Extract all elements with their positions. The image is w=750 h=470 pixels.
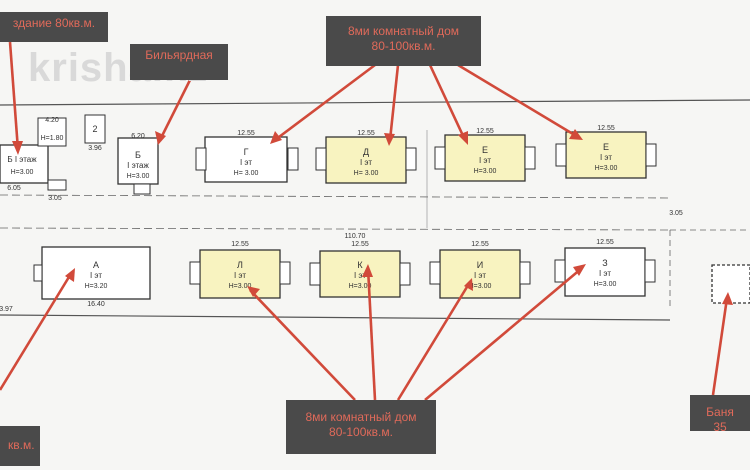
left-building-label: Б I этаж (7, 155, 37, 164)
house-e1 (434, 134, 536, 182)
house-floors: I эт (474, 271, 486, 280)
house-letter: Д (363, 147, 369, 157)
left-building-dim: 6.05 (7, 185, 21, 192)
house-height: H=3.00 (127, 173, 150, 180)
house-l (189, 249, 291, 299)
house-letter: Б (135, 150, 141, 160)
house-floors: I эт (360, 158, 372, 167)
house-floors: I эт (354, 271, 366, 280)
house-dim-width: 12.55 (231, 241, 249, 248)
house-d (315, 136, 417, 184)
house-dim-width: 12.55 (597, 125, 615, 132)
house-height: H=3.00 (474, 168, 497, 175)
left-building-height: H=3.00 (11, 169, 34, 176)
house-dim-width: 12.55 (351, 241, 369, 248)
house-height: H=3.00 (595, 165, 618, 172)
house-letter: З (602, 258, 607, 268)
small-box-label: 2 (92, 124, 97, 134)
house-height: H=3.00 (349, 283, 372, 290)
house-floors: I этаж (127, 161, 149, 170)
house-height: H= 3.00 (354, 170, 379, 177)
house-height: H= 3.00 (234, 170, 259, 177)
house-i (429, 249, 531, 299)
house-height: H=3.00 (469, 283, 492, 290)
callout-billiard: Бильярдная (130, 44, 228, 80)
house-floors: I эт (234, 271, 246, 280)
house-letter: Л (237, 260, 243, 270)
small-box-height: H=1.80 (41, 135, 64, 142)
house-dim-width: 12.55 (357, 130, 375, 137)
house-dim-width: 6.20 (131, 133, 145, 140)
callout-top-houses: 8ми комнатный дом 80-100кв.м. (326, 16, 481, 66)
house-letter: Е (603, 142, 609, 152)
callout-building-80: здание 80кв.м. (0, 12, 108, 42)
house-dim-width: 12.55 (471, 241, 489, 248)
house-g (195, 136, 299, 183)
house-letter: И (477, 260, 483, 270)
house-dim-width: 12.55 (237, 130, 255, 137)
site-length-dim: 110.70 (345, 233, 366, 240)
house-dim-width: 16.40 (87, 301, 105, 308)
callout-text: Баня 35 (706, 405, 734, 434)
callout-bottom-left: кв.м. (0, 426, 40, 466)
house-letter: Е (482, 145, 488, 155)
house-floors: I эт (479, 156, 491, 165)
small-box-dim: 3.96 (88, 145, 102, 152)
house-height: H=3.00 (229, 283, 252, 290)
house-height: H=3.20 (85, 283, 108, 290)
arrow-heads (12, 129, 733, 305)
callout-bottom-houses: 8ми комнатный дом 80-100кв.м. (286, 400, 436, 454)
side-dim: 3.05 (669, 210, 683, 217)
callout-line-2: 80-100кв.м. (329, 425, 393, 439)
house-floors: I эт (600, 153, 612, 162)
house-floors: I эт (599, 269, 611, 278)
callout-line-1: 8ми комнатный дом (305, 410, 417, 424)
arrows (0, 41, 729, 401)
callout-text: здание 80кв.м. (12, 16, 96, 30)
house-letter: А (93, 260, 99, 270)
small-box-dim: 4.20 (45, 117, 59, 124)
callout-text: кв.м. (8, 438, 35, 452)
callout-line-1: 8ми комнатный дом (347, 24, 460, 38)
house-k (309, 250, 411, 298)
building-left-b (0, 114, 106, 191)
edge-dim: 3.97 (0, 306, 13, 313)
house-letter: К (357, 260, 363, 270)
house-floors: I эт (90, 271, 102, 280)
house-letter: Г (244, 147, 249, 157)
callout-bath: Баня 35 (690, 395, 750, 434)
house-dim-width: 12.55 (476, 128, 494, 135)
house-floors: I эт (240, 158, 252, 167)
house-height: H=3.00 (594, 281, 617, 288)
callout-line-2: 80-100кв.м. (371, 39, 436, 53)
callout-text: Бильярдная (145, 48, 213, 62)
house-dim-width: 12.55 (596, 239, 614, 246)
bath-building (711, 264, 750, 304)
building-billiard (117, 137, 159, 195)
left-building-dim: 3.05 (48, 195, 62, 202)
